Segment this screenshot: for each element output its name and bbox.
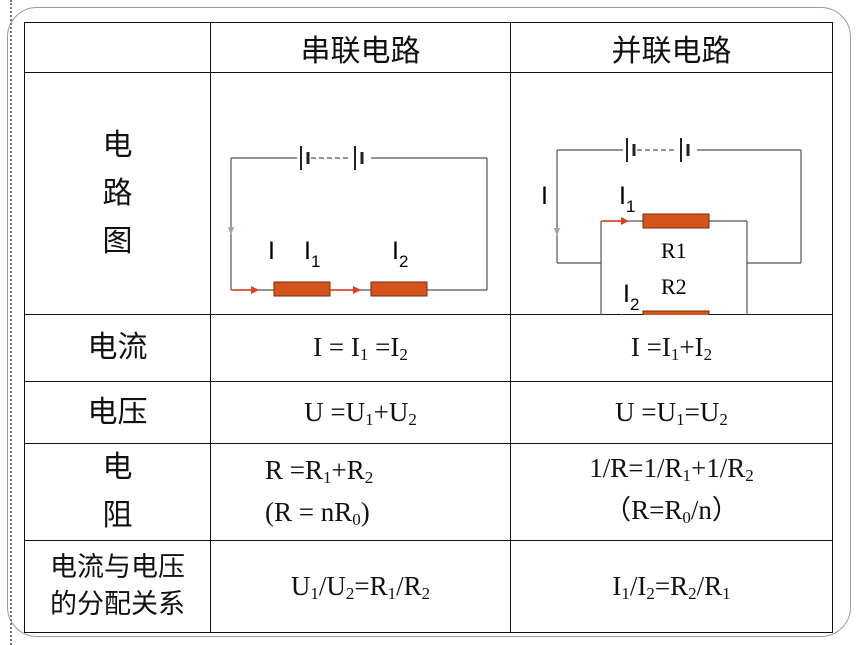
label-current-i1: I1 [619,182,635,216]
series-current-formula: I = I1 =I2 [210,314,511,382]
label-current-i: I [268,237,275,265]
series-ratio-formula: U1/U2=R1/R2 [210,540,511,633]
label-current-i: I [541,182,548,210]
battery-symbol [297,146,371,170]
resistor-r1 [642,213,710,229]
label-current-i1: I1 [304,237,320,271]
resistor-r1 [273,281,331,297]
slide-margin-dots [10,0,14,645]
label-r2: R2 [382,312,408,315]
current-row: 电流 I = I1 =I2 I =I1+I2 [24,314,833,382]
current-arrow-icon [251,286,259,294]
parallel-voltage-formula: U =U1=U2 [510,381,833,444]
ratio-row: 电流与电压 的分配关系 U1/U2=R1/R2 I1/I2=R2/R1 [24,540,833,633]
parallel-ratio-formula: I1/I2=R2/R1 [510,540,833,633]
header-parallel: 并联电路 [510,22,833,73]
header-blank [24,22,211,73]
voltage-row: 电压 U =U1+U2 U =U1=U2 [24,381,833,444]
series-voltage-formula: U =U1+U2 [210,381,511,444]
label-current-i2: I2 [392,237,408,271]
header-series: 串联电路 [210,22,511,73]
series-circuit-diagram: I I1 I2 R1 R2 [228,146,488,315]
slide-frame [7,7,851,637]
header-row: 串联电路 并联电路 [24,22,833,73]
current-arrow-icon [554,228,560,236]
series-diagram-cell: I I1 I2 R1 R2 [210,72,511,315]
parallel-diagram-cell: I I1 R1 R2 I2 [510,72,833,315]
current-arrow-icon [621,314,623,315]
current-arrow-icon [228,227,234,235]
diagram-row-label: 电 路 图 [24,72,211,315]
resistance-row-label: 电 阻 [24,443,211,541]
label-r1: R1 [285,312,311,315]
resistor-r2 [642,310,710,315]
resistor-r2 [370,281,428,297]
ratio-row-label: 电流与电压 的分配关系 [24,540,211,633]
circuit-comparison-table: 串联电路 并联电路 电 路 图 [24,22,833,633]
label-r2: R2 [661,274,687,299]
parallel-circuit-diagram: I I1 R1 R2 I2 [541,138,802,315]
diagram-row: 电 路 图 [24,72,833,315]
battery-symbol [623,138,697,162]
series-resistance-formula: R =R1+R2 (R = nR0) [210,443,511,541]
parallel-resistance-formula: 1/R=1/R1+1/R2 （R=R0/n） [510,443,833,541]
voltage-row-label: 电压 [24,381,211,444]
label-current-i2: I2 [623,280,639,314]
current-row-label: 电流 [24,314,211,382]
resistance-row: 电 阻 R =R1+R2 (R = nR0) 1/R=1/R1+1/R2 （R=… [24,443,833,541]
parallel-current-formula: I =I1+I2 [510,314,833,382]
label-r1: R1 [661,238,687,263]
current-arrow-icon [621,217,629,225]
current-arrow-icon [353,286,361,294]
